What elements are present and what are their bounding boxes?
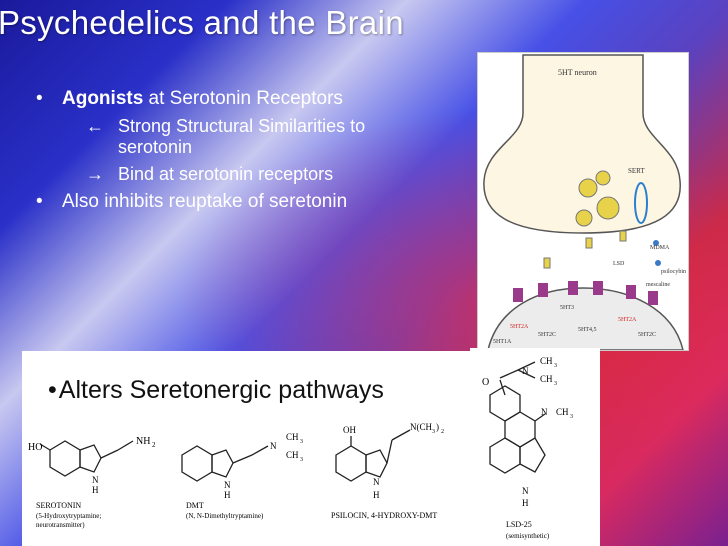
vesicle (595, 170, 611, 186)
bullet-agonists: Agonists at Serotonin Receptors (36, 88, 366, 110)
psilocin-sub3: 3 (432, 429, 435, 435)
bullet-dot-icon: • (48, 376, 57, 404)
receptor (626, 285, 636, 299)
psilocin-oh: OH (343, 425, 356, 435)
bullet-agonists-bold: Agonists (62, 88, 144, 109)
label-5ht2a-right: 5HT2A (618, 317, 637, 323)
bullet-list: Agonists at Serotonin Receptors ← Strong … (36, 88, 366, 215)
serotonin-molecule (619, 230, 627, 242)
pathways-bullet: •Alters Seretonergic pathways (48, 376, 384, 405)
vesicle (578, 178, 598, 198)
vesicle (575, 209, 593, 227)
left-arrow-icon: ← (86, 116, 104, 136)
lsd-name: LSD-25 (506, 520, 532, 529)
bullet-reuptake: Also inhibits reuptake of seretonin (36, 191, 366, 213)
slide-title: Psychedelics and the Brain (0, 4, 404, 41)
psilocin-name: PSILOCIN, 4-HYDROXY-DMT (331, 511, 437, 520)
serotonin-nh-sub: 2 (152, 441, 156, 449)
label-5ht1a: 5HT1A (493, 339, 512, 345)
lsd-ch3b-sub: 3 (554, 381, 557, 387)
psilocin-n: N (373, 477, 380, 487)
psilocybin-molecule (655, 260, 661, 266)
serotonin-nh: NH (136, 436, 150, 447)
lsd-ch3b: CH (540, 374, 553, 384)
lsd-n1: N (522, 366, 529, 376)
receptor (648, 291, 658, 305)
label-mescaline: mescaline (646, 282, 670, 288)
sub-bullet-bind: → Bind at serotonin receptors (86, 164, 366, 185)
sub-bullet-structural-text: Strong Structural Similarities to seroto… (118, 116, 366, 157)
sub-bullet-bind-text: Bind at serotonin receptors (118, 164, 334, 184)
lsd-ch3a-sub: 3 (554, 363, 557, 369)
dmt-sub1: (N, N-Dimethyltryptamine) (186, 512, 264, 520)
label-5ht3: 5HT3 (560, 305, 574, 311)
label-lsd: LSD (613, 261, 625, 267)
serotonin-name: SEROTONIN (36, 501, 81, 510)
dmt-ch3a: CH (286, 432, 299, 442)
lsd-molecule (543, 257, 551, 269)
label-psilocybin: psilocybin (661, 269, 686, 275)
lsd-n3: N (522, 486, 529, 496)
psilocin-nch: N(CH (410, 422, 432, 432)
dmt-name: DMT (186, 501, 204, 510)
dmt-ch3b-sub: 3 (300, 457, 303, 463)
postsynaptic-membrane (487, 287, 684, 351)
receptor (513, 288, 523, 302)
serotonin-sub1: (5-Hydroxytryptamine; (36, 512, 101, 520)
serotonin-molecule (585, 237, 593, 249)
receptor (568, 281, 578, 295)
label-sert: SERT (628, 167, 645, 175)
sub-bullet-structural: ← Strong Structural Similarities to serot… (86, 116, 366, 158)
lsd-ch3c-sub: 3 (570, 414, 573, 420)
lsd-ch3a: CH (540, 356, 553, 366)
label-5ht45: 5HT4,5 (578, 327, 597, 333)
serotonin-h: H (92, 485, 99, 495)
dmt-ch3a-sub: 3 (300, 439, 303, 445)
bullet-agonists-rest: at Serotonin Receptors (143, 88, 343, 109)
dmt-n1: N (270, 441, 277, 451)
label-5ht2c-left: 5HT2C (538, 332, 556, 338)
label-5ht-neuron: 5HT neuron (558, 68, 597, 77)
lsd-panel (470, 348, 600, 546)
lsd-ch3c: CH (556, 407, 569, 417)
dmt-n2: N (224, 480, 231, 490)
vesicle (596, 196, 620, 220)
dmt-structure (181, 445, 269, 482)
dmt-ch3b: CH (286, 450, 299, 460)
serotonin-sub2: neurotransmitter) (36, 521, 85, 529)
synapse-figure: 5HT neuron SERT MDMA LSD psilocybin mesc… (477, 52, 689, 351)
pathways-text: Alters Seretonergic pathways (58, 376, 384, 404)
mdma-molecule (653, 240, 659, 246)
receptor (593, 281, 603, 295)
presynaptic-neuron (483, 54, 681, 234)
lsd-structure (489, 361, 546, 474)
sert-transporter (634, 182, 648, 224)
lsd-o: O (482, 377, 489, 388)
lsd-h: H (522, 498, 529, 508)
psilocin-h: H (373, 490, 380, 500)
dmt-h: H (224, 490, 231, 500)
serotonin-ho: HO (28, 442, 42, 453)
lsd-n2: N (541, 407, 548, 417)
lsd-sub1: (semisynthetic) (506, 532, 550, 540)
synapse-diagram: 5HT neuron SERT MDMA LSD psilocybin mesc… (483, 54, 686, 351)
psilocin-sub2: 2 (441, 429, 444, 435)
psilocin-structure (335, 429, 411, 482)
right-arrow-icon: → (86, 164, 104, 184)
label-5ht2c-right: 5HT2C (638, 332, 656, 338)
psilocin-paren: ) (436, 422, 439, 432)
serotonin-structure (39, 440, 134, 477)
receptor (538, 283, 548, 297)
label-mdma: MDMA (650, 245, 670, 251)
label-5ht2a-left: 5HT2A (510, 324, 529, 330)
serotonin-n: N (92, 475, 99, 485)
